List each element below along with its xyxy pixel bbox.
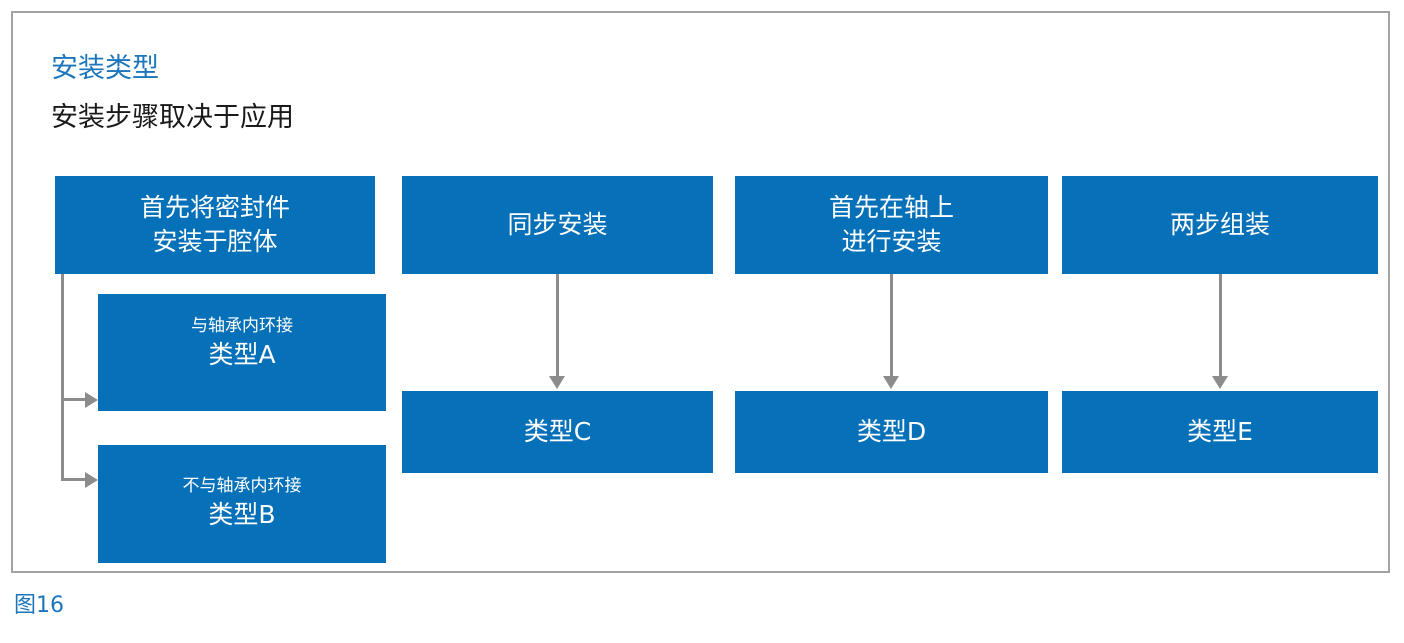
figure-subtitle: 安装步骤取决于应用: [51, 102, 294, 133]
connector-line-to-type-e: [1219, 274, 1222, 378]
flow-box-type-b-caption: 不与轴承内环接: [182, 476, 302, 496]
arrow-down-icon-to-type-c: [549, 376, 565, 389]
flow-box-shaft-first[interactable]: 首先在轴上 进行安装: [735, 176, 1048, 274]
flow-box-type-d[interactable]: 类型D: [735, 391, 1048, 473]
flow-box-seal-first[interactable]: 首先将密封件 安装于腔体: [55, 176, 375, 274]
flow-box-two-step-line-1: 两步组装: [1169, 210, 1270, 239]
arrow-right-icon-to-type-b: [85, 472, 98, 488]
flow-box-type-b-label: 类型B: [208, 500, 276, 529]
connector-line-to-type-c: [556, 274, 559, 378]
flow-box-type-d-label: 类型D: [856, 417, 927, 446]
flow-box-seal-first-line-2: 安装于腔体: [152, 227, 278, 256]
connector-line-to-type-b: [61, 478, 87, 481]
flow-box-type-e[interactable]: 类型E: [1062, 391, 1378, 473]
flow-box-two-step[interactable]: 两步组装: [1062, 176, 1378, 274]
figure-panel: 安装类型 安装步骤取决于应用 首先将密封件 安装于腔体 同步安装 首先在轴上 进…: [11, 11, 1390, 573]
figure-title: 安装类型: [51, 53, 159, 84]
connector-line-to-type-a: [61, 398, 87, 401]
flow-box-sync-install-line-1: 同步安装: [507, 210, 608, 239]
flow-box-type-a-caption: 与轴承内环接: [191, 316, 293, 336]
flow-box-type-c[interactable]: 类型C: [402, 391, 713, 473]
flow-box-type-a-label: 类型A: [208, 340, 276, 369]
flow-box-type-e-label: 类型E: [1187, 417, 1253, 446]
flow-box-shaft-first-line-1: 首先在轴上: [828, 193, 954, 222]
arrow-down-icon-to-type-d: [883, 376, 899, 389]
flow-box-shaft-first-line-2: 进行安装: [841, 227, 942, 256]
flow-box-type-b[interactable]: 不与轴承内环接 类型B: [98, 445, 386, 563]
connector-trunk-seal-first: [61, 274, 64, 481]
flow-box-type-a[interactable]: 与轴承内环接 类型A: [98, 294, 386, 411]
connector-line-to-type-d: [890, 274, 893, 378]
flow-box-sync-install[interactable]: 同步安装: [402, 176, 713, 274]
figure-caption: 图16: [14, 593, 64, 618]
arrow-right-icon-to-type-a: [85, 392, 98, 408]
flow-box-seal-first-line-1: 首先将密封件: [139, 193, 290, 222]
arrow-down-icon-to-type-e: [1212, 376, 1228, 389]
flow-box-type-c-label: 类型C: [523, 417, 592, 446]
